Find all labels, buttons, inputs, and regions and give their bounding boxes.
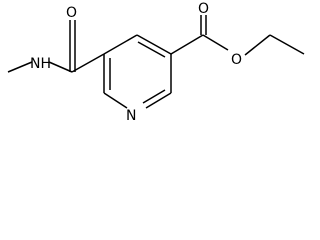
bond-ring-c5-c6 [145,92,172,109]
bond-ester-o [202,34,229,51]
bond-ring-c3-c4 [136,34,172,55]
bond-amide-ring [71,53,105,73]
amide-oxygen-label: O [66,5,77,21]
bond-o-ethyl [244,34,271,56]
bond-methyl-nh [7,61,33,73]
bond-ring-c3-c4-inner [137,41,166,58]
ester-carbonyl-oxygen-label: O [198,1,209,17]
bond-ring-c6-n [103,92,128,109]
chemical-structure: O NH O O N [7,1,305,124]
bond-ring-c5-c6-inner [142,89,166,104]
amide-nitrogen-label: NH [30,56,51,72]
bond-ring-ester [170,34,204,55]
bond-ring-c2-c3 [103,34,138,55]
pyridine-nitrogen-label: N [126,108,136,124]
bond-nh-amide-carbon [48,61,73,73]
bond-ethyl-methyl [269,34,305,55]
ester-ether-oxygen-label: O [231,52,242,68]
